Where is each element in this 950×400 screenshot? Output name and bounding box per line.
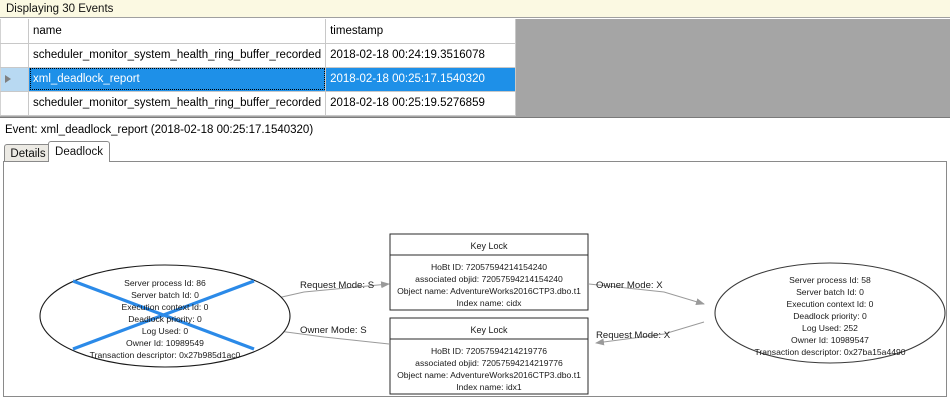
resource-node-keylock-bottom[interactable]: Key Lock HoBt ID: 72057594214219776 asso… bbox=[389, 317, 589, 395]
tab-deadlock[interactable]: Deadlock bbox=[48, 141, 110, 162]
column-header-name[interactable]: name bbox=[27, 19, 327, 44]
process-node-left[interactable]: Server process Id: 86 Server batch Id: 0… bbox=[39, 264, 291, 368]
cell-timestamp[interactable]: 2018-02-18 00:24:19.3516078 bbox=[325, 42, 517, 68]
status-text: Displaying 30 Events bbox=[6, 2, 114, 15]
edge-label: Owner Mode: S bbox=[300, 325, 367, 336]
events-grid[interactable]: name timestamp scheduler_monitor_system_… bbox=[0, 19, 950, 118]
process-line: Transaction descriptor: 0x27b985d1ac0 bbox=[90, 350, 241, 360]
cell-name[interactable]: xml_deadlock_report bbox=[27, 66, 327, 92]
resource-line: HoBt ID: 72057594214219776 bbox=[431, 346, 547, 356]
tab-deadlock-label: Deadlock bbox=[55, 146, 103, 158]
process-line: Deadlock priority: 0 bbox=[793, 311, 867, 321]
resource-line: Object name: AdventureWorks2016CTP3.dbo.… bbox=[397, 370, 581, 380]
edge-right-owner: Owner Mode: X bbox=[588, 280, 705, 306]
table-row[interactable]: scheduler_monitor_system_health_ring_buf… bbox=[0, 42, 517, 68]
column-header-timestamp[interactable]: timestamp bbox=[325, 19, 517, 44]
process-line: Deadlock priority: 0 bbox=[128, 314, 202, 324]
process-ellipse bbox=[714, 262, 946, 364]
process-line: Server batch Id: 0 bbox=[131, 290, 199, 300]
resource-line: Index name: idx1 bbox=[456, 382, 522, 392]
cell-name[interactable]: scheduler_monitor_system_health_ring_buf… bbox=[27, 42, 327, 68]
resource-box bbox=[389, 233, 589, 311]
resource-node-keylock-top[interactable]: Key Lock HoBt ID: 72057594214154240 asso… bbox=[389, 233, 589, 311]
resource-line: Object name: AdventureWorks2016CTP3.dbo.… bbox=[397, 286, 581, 296]
process-line: Owner Id: 10989547 bbox=[791, 335, 869, 345]
process-line: Execution context Id: 0 bbox=[122, 302, 209, 312]
row-pointer-icon bbox=[5, 74, 11, 83]
tab-details-label: Details bbox=[10, 147, 46, 160]
resource-line: associated objid: 72057594214219776 bbox=[415, 358, 563, 368]
resource-line: associated objid: 72057594214154240 bbox=[415, 274, 563, 284]
cell-timestamp[interactable]: 2018-02-18 00:25:17.1540320 bbox=[325, 66, 517, 92]
row-selector-cell[interactable] bbox=[0, 90, 29, 116]
resource-title: Key Lock bbox=[470, 325, 508, 335]
table-header-row: name timestamp bbox=[0, 19, 517, 44]
edge-label: Request Mode: X bbox=[596, 330, 671, 341]
tab-details[interactable]: Details bbox=[4, 144, 52, 162]
status-bar: Displaying 30 Events bbox=[0, 0, 950, 18]
process-line: Log Used: 0 bbox=[142, 326, 189, 336]
row-selector-cell[interactable] bbox=[0, 42, 29, 68]
edge-right-request: Request Mode: X bbox=[595, 321, 705, 346]
tabstrip: Details Deadlock bbox=[0, 141, 950, 162]
row-selector-cell[interactable] bbox=[0, 66, 29, 92]
process-line: Server batch Id: 0 bbox=[796, 287, 864, 297]
resource-box bbox=[389, 317, 589, 395]
cell-timestamp[interactable]: 2018-02-18 00:25:19.5276859 bbox=[325, 90, 517, 116]
edge-label: Owner Mode: X bbox=[596, 280, 663, 291]
process-node-right[interactable]: Server process Id: 58 Server batch Id: 0… bbox=[714, 262, 946, 364]
event-caption-text: Event: xml_deadlock_report (2018-02-18 0… bbox=[5, 124, 314, 136]
process-line: Server process Id: 58 bbox=[789, 275, 871, 285]
cell-name[interactable]: scheduler_monitor_system_health_ring_buf… bbox=[27, 90, 327, 116]
process-line: Server process Id: 86 bbox=[124, 278, 206, 288]
process-line: Log Used: 252 bbox=[802, 323, 858, 333]
column-header-selector[interactable] bbox=[0, 19, 29, 44]
edge-label: Request Mode: S bbox=[300, 280, 374, 291]
deadlock-graph: Request Mode: S Owner Mode: X Owner Mode… bbox=[39, 233, 946, 395]
process-line: Execution context Id: 0 bbox=[787, 299, 874, 309]
resource-line: Index name: cidx bbox=[457, 298, 523, 308]
events-table: name timestamp scheduler_monitor_system_… bbox=[0, 19, 517, 116]
deadlock-graph-canvas[interactable]: Request Mode: S Owner Mode: X Owner Mode… bbox=[3, 161, 947, 397]
event-caption: Event: xml_deadlock_report (2018-02-18 0… bbox=[0, 120, 950, 140]
process-line: Owner Id: 10989549 bbox=[126, 338, 204, 348]
resource-line: HoBt ID: 72057594214154240 bbox=[431, 262, 547, 272]
victim-cross-icon bbox=[72, 279, 255, 351]
process-line: Transaction descriptor: 0x27ba15a4490 bbox=[754, 347, 905, 357]
table-row-selected[interactable]: xml_deadlock_report 2018-02-18 00:25:17.… bbox=[0, 66, 517, 92]
table-row[interactable]: scheduler_monitor_system_health_ring_buf… bbox=[0, 90, 517, 116]
resource-title: Key Lock bbox=[470, 241, 508, 251]
